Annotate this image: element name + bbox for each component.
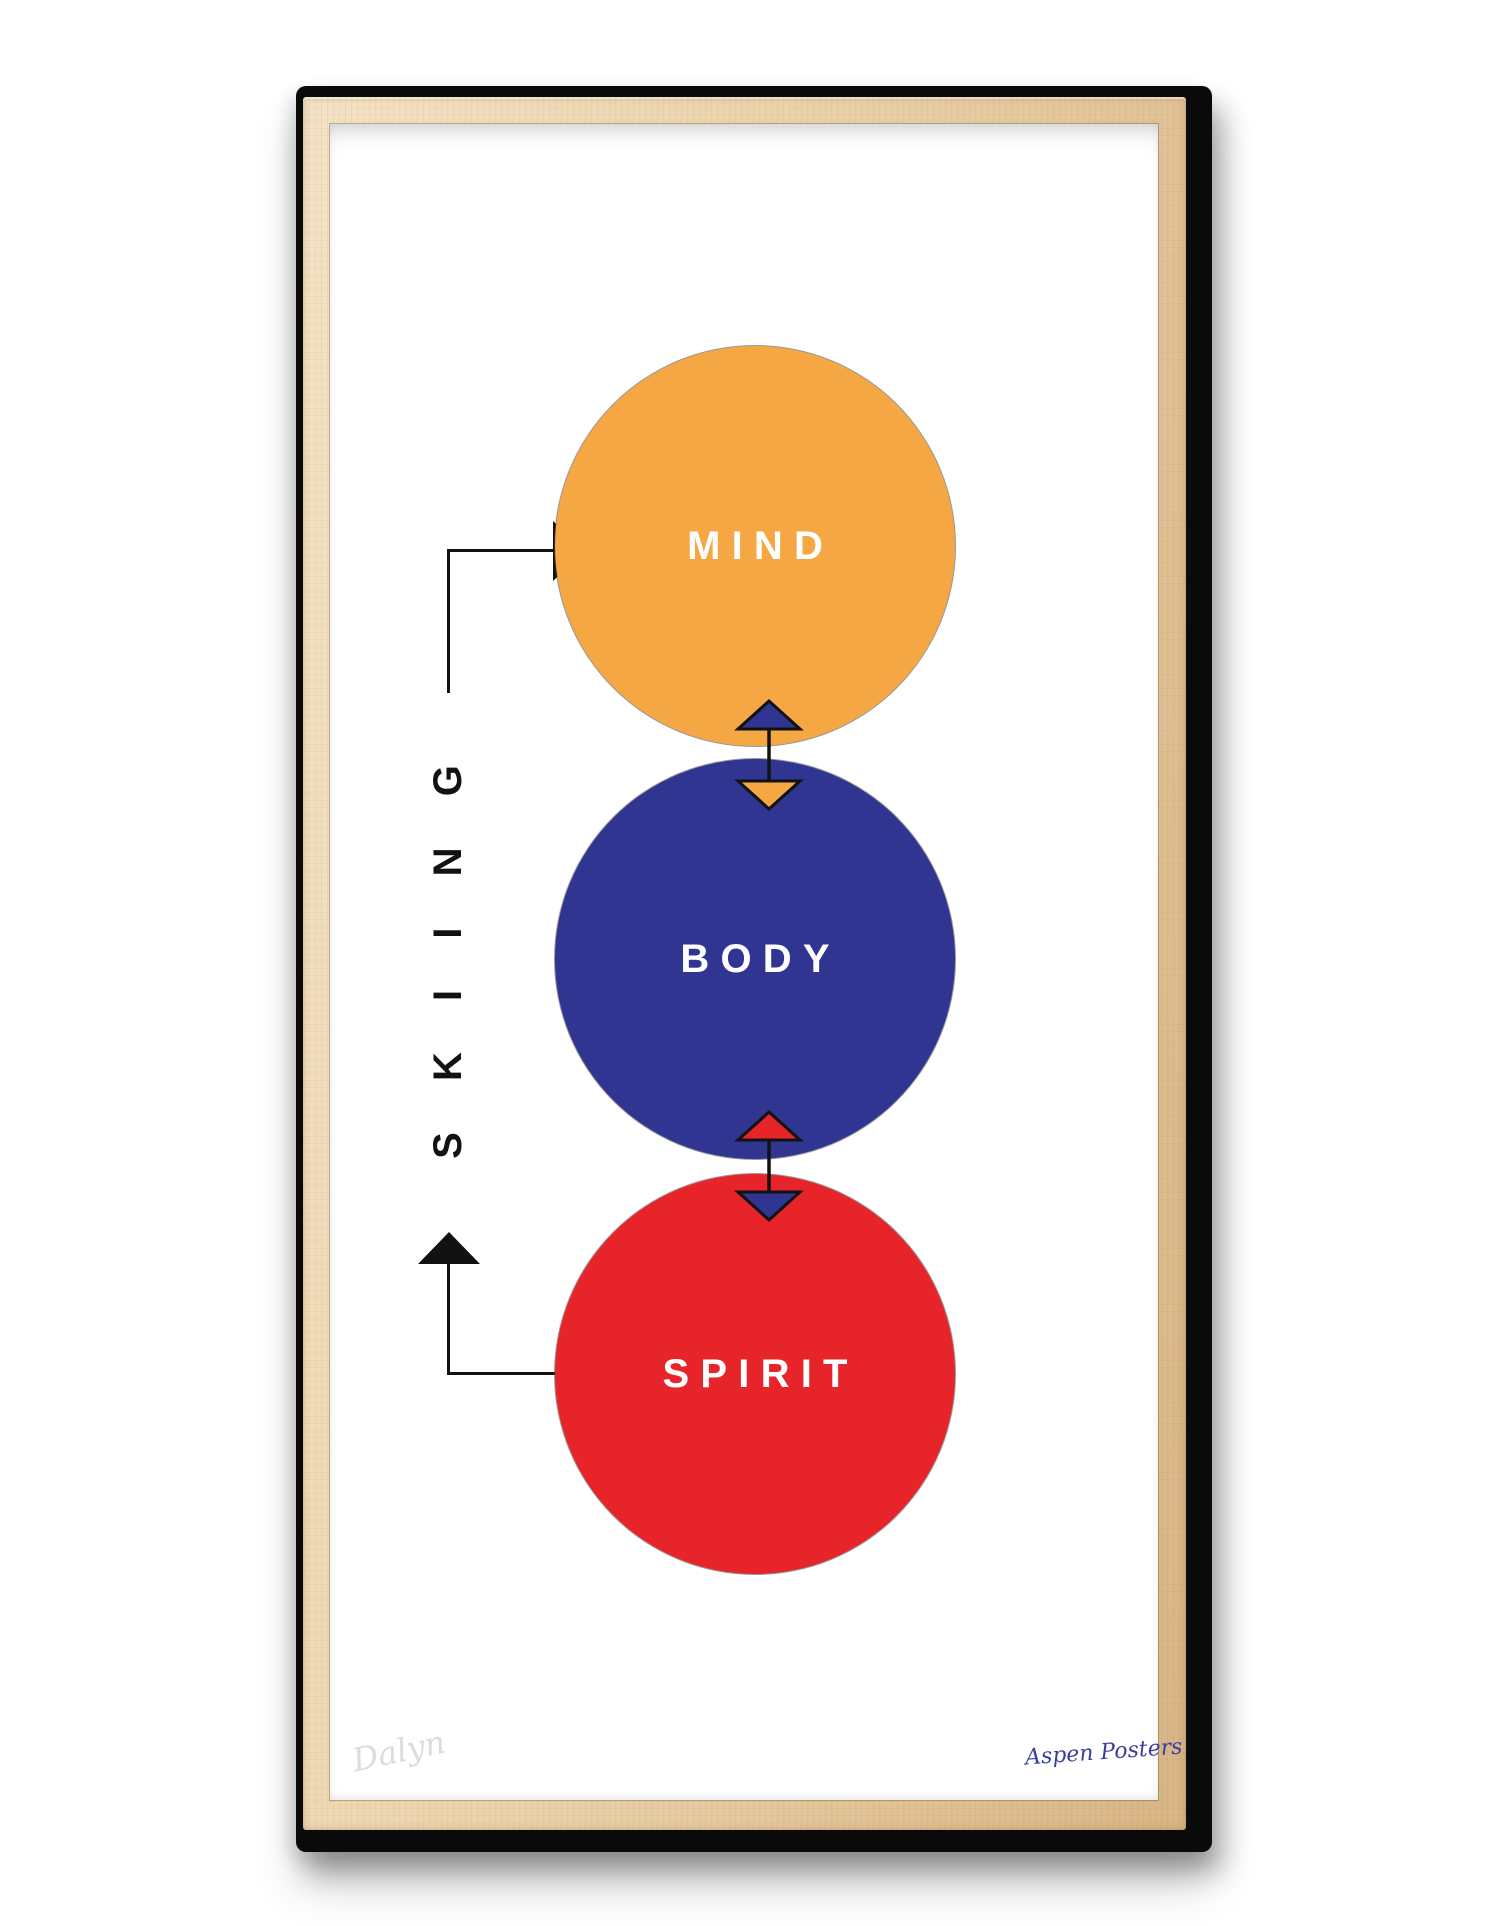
up-triangle <box>734 698 804 731</box>
mind-arrow-horizontal-line <box>449 549 561 552</box>
mind-circle: MIND <box>555 346 955 746</box>
skiing-vertical-label: SKIING <box>418 702 478 1222</box>
spirit-label: SPIRIT <box>662 1351 859 1396</box>
spirit-circle: SPIRIT <box>555 1174 955 1574</box>
down-triangle <box>734 1190 804 1223</box>
spirit-arrow-horizontal-line <box>449 1372 583 1375</box>
body-label: BODY <box>680 936 841 981</box>
up-arrowhead-icon <box>418 1232 480 1264</box>
artist-signature: Dalyn <box>349 1722 449 1780</box>
poster: SKIING MIND BODY SPIRIT <box>330 124 1183 1800</box>
mind-body-exchange-arrow-icon <box>734 698 804 812</box>
body-spirit-exchange-arrow-icon <box>734 1109 804 1223</box>
skiing-text: SKIING <box>425 713 470 1159</box>
mind-label: MIND <box>687 523 835 568</box>
mind-arrow-vertical-line <box>447 549 450 693</box>
wood-frame-molding: SKIING MIND BODY SPIRIT <box>303 97 1186 1830</box>
up-triangle <box>734 1109 804 1142</box>
down-triangle <box>734 779 804 812</box>
spirit-arrow-vertical-line <box>447 1264 450 1375</box>
publisher-signature: Aspen Posters <box>1024 1734 1184 1771</box>
body-circle: BODY <box>555 759 955 1159</box>
picture-frame: SKIING MIND BODY SPIRIT <box>296 86 1212 1852</box>
